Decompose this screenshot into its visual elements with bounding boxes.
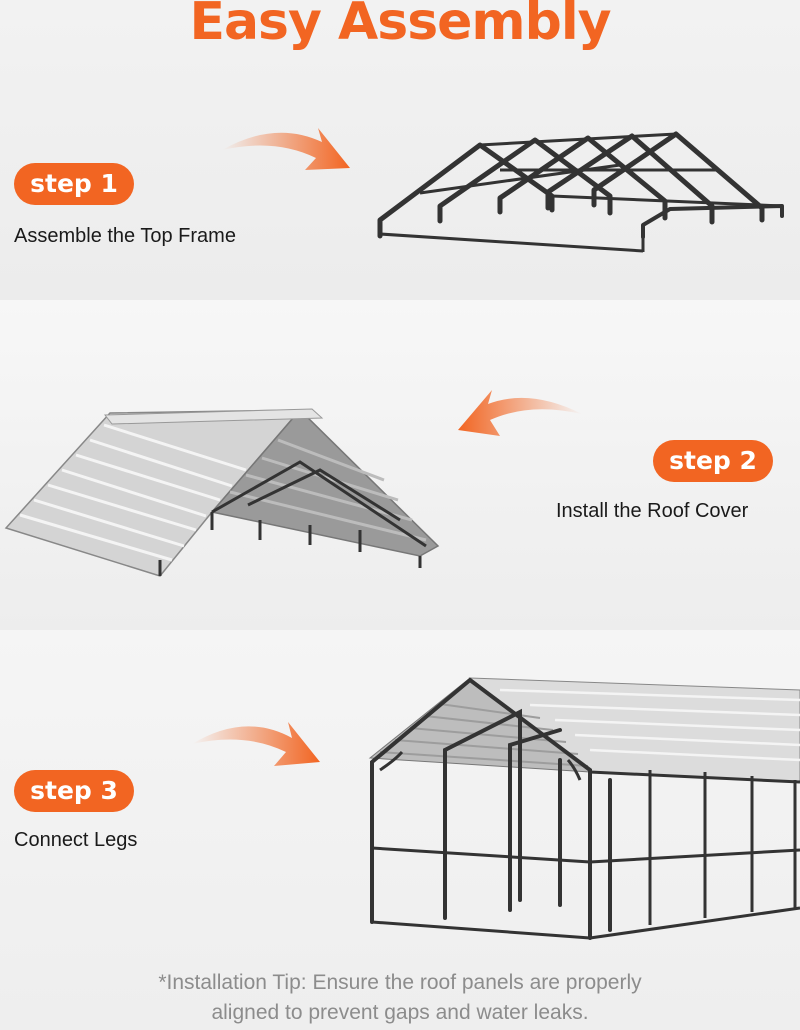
page-title: Easy Assembly (189, 0, 611, 52)
step-3-caption: Connect Legs (14, 829, 138, 851)
step-1-caption: Assemble the Top Frame (14, 225, 236, 247)
step-1-badge: step 1 (14, 163, 134, 205)
installation-tip: *Installation Tip: Ensure the roof panel… (158, 971, 642, 1024)
background-band-top (0, 0, 800, 300)
step-2-badge: step 2 (653, 440, 773, 482)
step-2-caption: Install the Roof Cover (556, 500, 749, 522)
step-3-badge: step 3 (14, 770, 134, 812)
